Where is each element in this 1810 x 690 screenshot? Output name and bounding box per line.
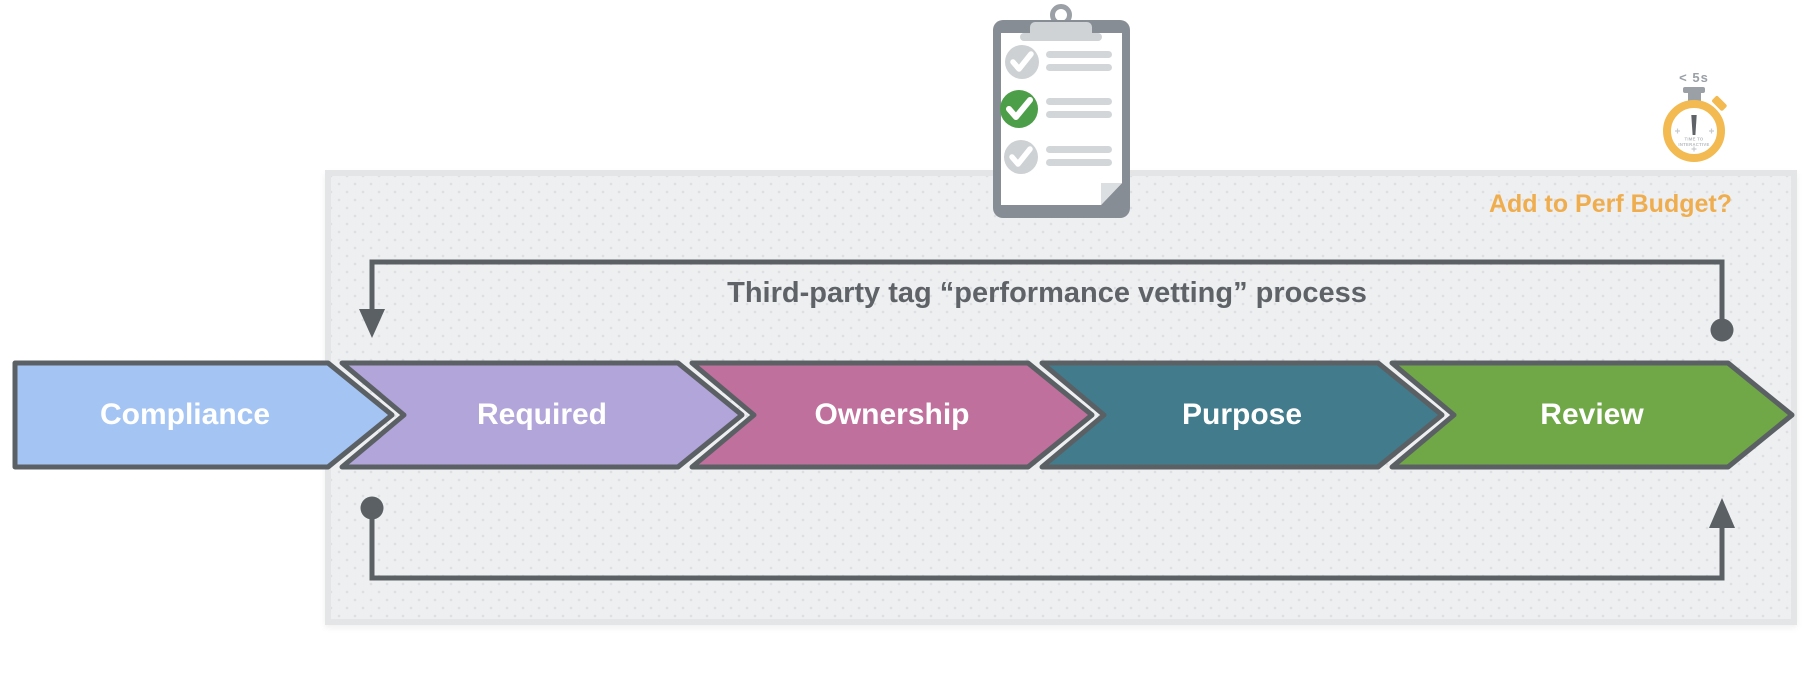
stopwatch-face-text-line1: TIME TO	[1684, 137, 1703, 142]
step-label-required: Required	[476, 398, 608, 431]
checklist-text-bar	[1046, 64, 1112, 71]
clipboard-paper-fold	[1101, 183, 1122, 205]
bottom-loop-line	[369, 514, 1725, 581]
step-label-purpose: Purpose	[1181, 398, 1303, 431]
step-chevron-review	[1389, 360, 1795, 470]
checklist-text-bar	[1046, 159, 1112, 166]
step-label-review: Review	[1540, 398, 1644, 431]
top-loop-arrowhead-icon	[359, 309, 385, 338]
clipboard-checklist-icon	[993, 4, 1130, 218]
bottom-loop-origin-dot	[360, 496, 384, 520]
checklist-text-bar	[1046, 111, 1112, 118]
checklist-text-bar	[1046, 146, 1112, 153]
step-label-compliance: Compliance	[99, 398, 271, 431]
loop-arrows	[359, 259, 1735, 581]
step-chevron-purpose	[1039, 360, 1445, 470]
stopwatch-ticks	[1675, 128, 1714, 152]
checklist-row-3	[1004, 140, 1112, 174]
step-chevron-ownership	[689, 360, 1095, 470]
checklist-text-bar	[1046, 98, 1112, 105]
perf-budget-question: Add to Perf Budget?	[1488, 190, 1732, 218]
stopwatch-time-label: < 5s	[1679, 70, 1709, 85]
clipboard-clip-base	[1020, 33, 1102, 41]
bottom-loop-arrowhead-icon	[1709, 498, 1735, 528]
stopwatch-icon: TIME TO INTERACTIVE	[1663, 87, 1727, 162]
top-loop-origin-dot	[1710, 318, 1734, 342]
check-mark-icon	[1006, 97, 1033, 120]
top-loop-line	[369, 259, 1725, 320]
checklist-text-bar	[1046, 51, 1112, 58]
step-label-ownership: Ownership	[814, 398, 970, 431]
step-chevrons	[12, 360, 1795, 470]
stopwatch-side-pusher	[1712, 96, 1727, 111]
stopwatch-needle	[1691, 115, 1697, 135]
step-chevron-compliance	[12, 360, 395, 470]
checklist-row-1	[1005, 45, 1112, 79]
step-chevron-required	[339, 360, 745, 470]
check-mark-icon	[1010, 51, 1034, 72]
stopwatch-face-text-line2: INTERACTIVE	[1678, 142, 1709, 147]
diagram-title: Third-party tag “performance vetting” pr…	[727, 277, 1367, 309]
checklist-row-2	[1000, 90, 1112, 128]
check-mark-icon	[1009, 146, 1033, 167]
